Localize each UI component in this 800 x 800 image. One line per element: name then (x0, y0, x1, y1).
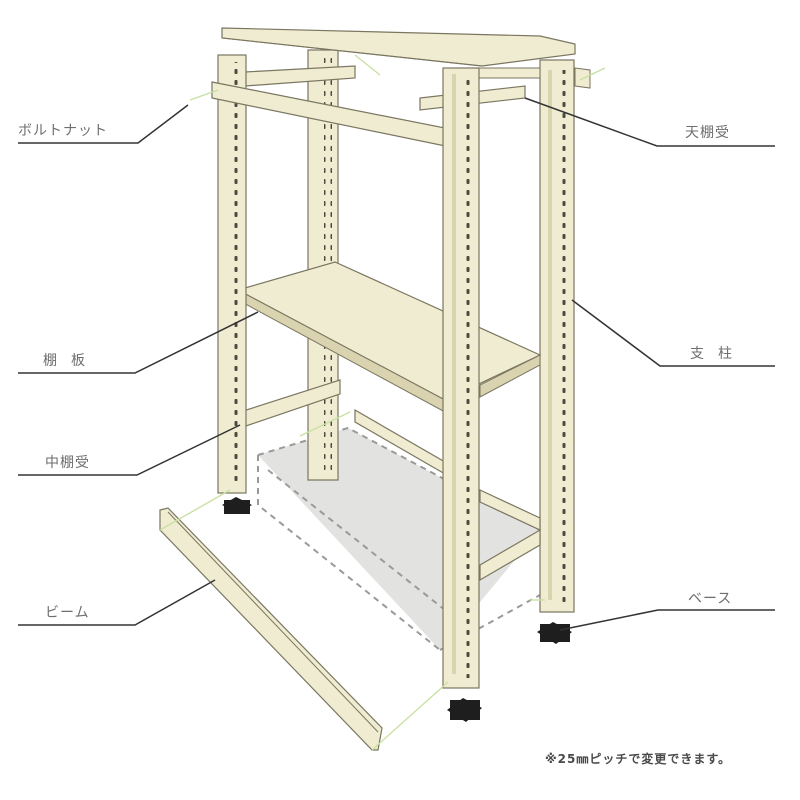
label-beam: ビーム (45, 605, 90, 621)
pitch-footnote: ※25㎜ピッチで変更できます。 (545, 752, 732, 766)
leader-shelf-board (18, 311, 259, 374)
post-front-left (217, 54, 247, 494)
label-post: 支柱 (690, 346, 746, 362)
label-middle-shelf-support: 中棚受 (45, 455, 90, 471)
leader-bolt-nut (18, 104, 189, 144)
top-shelf-board (221, 27, 576, 67)
label-bolt-nut: ボルトナット (18, 123, 108, 139)
post-back-right (539, 59, 575, 613)
label-base: ベース (688, 591, 733, 607)
bolt-alignment-lines (159, 54, 606, 751)
middle-shelf-support (239, 379, 541, 582)
base-feet (222, 497, 572, 722)
label-top-shelf-support: 天棚受 (685, 125, 730, 141)
leader-lines (18, 97, 775, 631)
label-shelf-board: 棚板 (43, 353, 99, 369)
middle-shelf-board (236, 261, 542, 413)
leader-beam (18, 579, 216, 626)
leader-base (559, 609, 775, 631)
floor-panel (257, 426, 541, 651)
post-front-right (442, 67, 480, 689)
leader-top-shelf-support (524, 97, 775, 147)
leader-middle-shelf-support (18, 424, 241, 476)
leader-post (571, 299, 775, 367)
